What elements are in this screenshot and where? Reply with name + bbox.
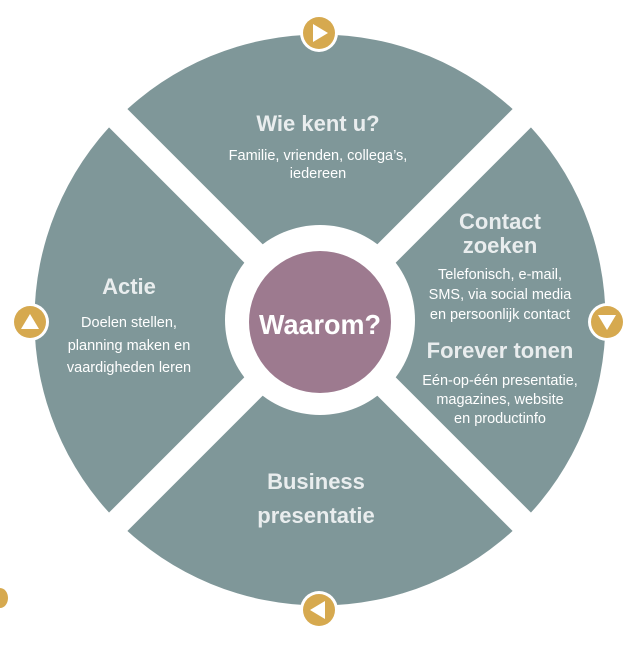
segment-bottom [118,320,522,606]
right-text2-line-3: en productinfo [454,411,546,427]
right-title-line-1: Contact [459,209,542,234]
bottom-title-line-1: Business [267,469,365,494]
right-title2: Forever tonen [427,338,574,363]
right-text-line-2: SMS, via social media [429,287,573,303]
top-text-line-2: iedereen [290,166,346,182]
right-text-line-1: Telefonisch, e-mail, [438,267,562,283]
top-title: Wie kent u? [256,111,379,136]
play-up-icon [11,303,49,341]
right-title-line-2: zoeken [463,233,538,258]
left-text-line-1: Doelen stellen, [81,315,177,331]
segment-right [320,118,606,522]
top-text-line-1: Familie, vrienden, collega’s, [229,148,408,164]
right-text-line-3: en persoonlijk contact [430,307,570,323]
left-text-line-2: planning maken en [68,338,191,354]
left-text-line-3: vaardigheden leren [67,360,191,376]
center-circle [249,251,391,393]
bottom-title-line-2: presentatie [257,503,374,528]
play-right-icon [300,14,338,52]
right-text2-line-1: Eén-op-één presentatie, [422,373,578,389]
left-title: Actie [102,274,156,299]
center-label: Waarom? [259,309,381,340]
right-text2-line-2: magazines, website [436,392,563,408]
segment-left [34,118,321,522]
cropped-badge-edge [0,588,8,608]
play-down-icon [588,303,626,341]
segment-top [118,34,522,320]
play-left-icon [300,591,338,629]
